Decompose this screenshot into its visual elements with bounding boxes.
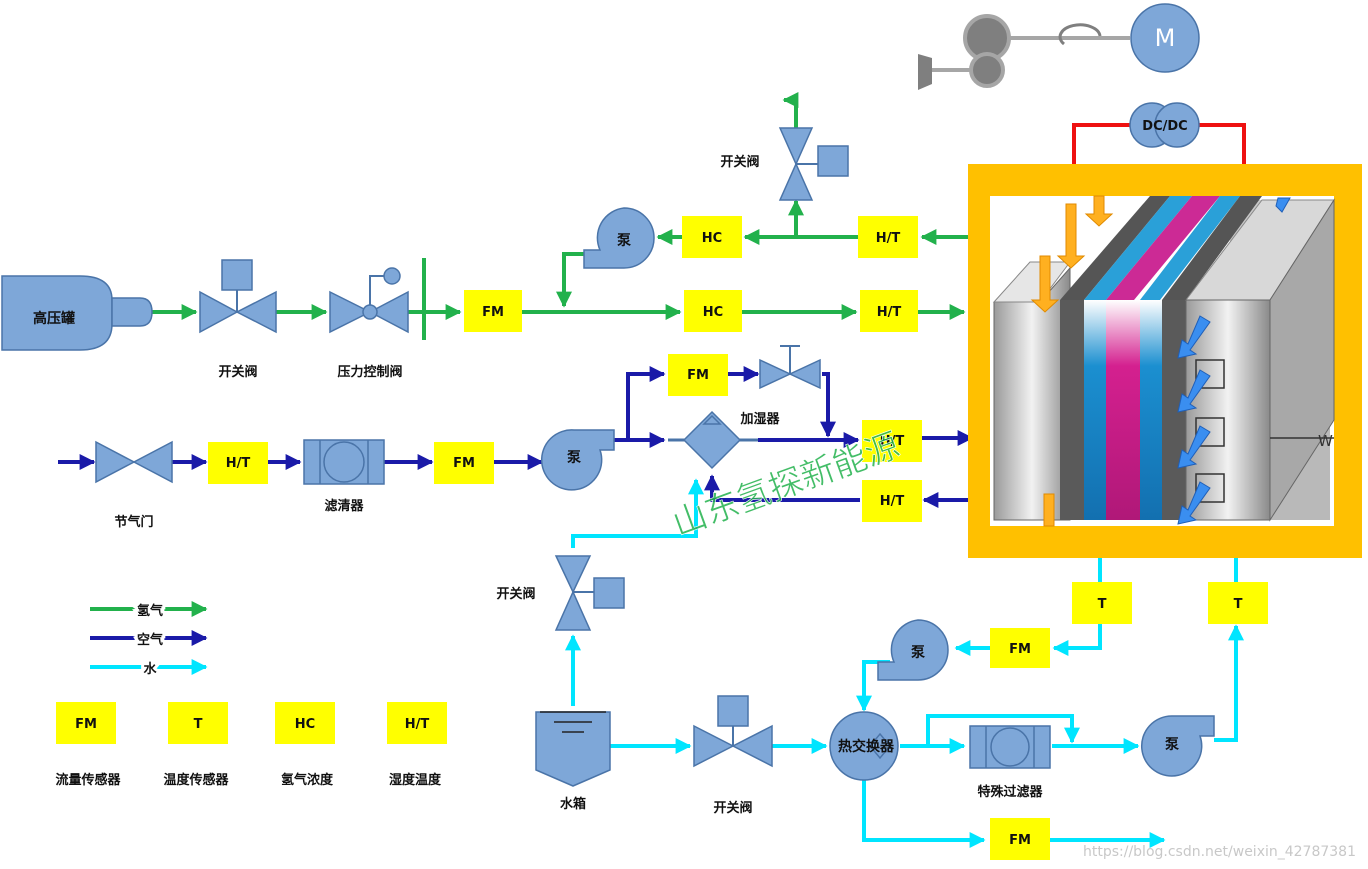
svg-text:氢气浓度: 氢气浓度	[281, 772, 334, 788]
svg-text:FM: FM	[1009, 642, 1031, 657]
legend: 氢气 空气 水 FM 流量传感器 T 温度传感器 HC 氢气浓度 H/T 湿度温度	[55, 600, 447, 788]
credit-url: https://blog.csdn.net/weixin_42787381	[1083, 844, 1356, 860]
svg-text:HC: HC	[703, 305, 723, 320]
sensor-t-coolant-in: T	[1208, 582, 1268, 624]
sensor-ht-hydrogen-in: H/T	[860, 290, 918, 332]
hydrogen-shutoff-valve[interactable]: 开关阀	[199, 259, 277, 380]
sensor-fm-air: FM	[434, 442, 494, 484]
legend-t: T 温度传感器	[163, 702, 229, 788]
svg-text:H/T: H/T	[226, 456, 251, 471]
pressure-valve-label: 压力控制阀	[337, 364, 402, 380]
valve-top-label: 开关阀	[720, 154, 759, 170]
motor-drive: M DC/DC	[918, 3, 1200, 148]
pump-air-label: 泵	[567, 450, 581, 466]
sensor-fm-bypass: FM	[668, 354, 728, 396]
humidifier-label: 加湿器	[739, 412, 780, 427]
pump-h2-label: 泵	[617, 233, 631, 249]
hydrogen-flow-icon	[1030, 195, 1114, 527]
motor-label: M	[1155, 24, 1176, 52]
heat-exchanger-label: 热交换器	[838, 738, 895, 755]
motor	[1130, 3, 1200, 73]
rotation-icon	[1058, 23, 1102, 46]
legend-hc: HC 氢气浓度	[275, 702, 335, 788]
wheel-icon	[918, 54, 932, 90]
humidifier-bypass-valve[interactable]	[759, 345, 821, 390]
legend-fm: FM 流量传感器	[55, 702, 121, 788]
air-compressor: 泵	[540, 429, 615, 491]
hydrogen-pump: 泵	[583, 207, 655, 269]
hydrogen-lines	[152, 92, 968, 340]
svg-text:FM: FM	[453, 456, 475, 471]
svg-text:FM: FM	[75, 717, 97, 732]
water-lines	[565, 478, 1244, 848]
throttle-label: 节气门	[114, 514, 153, 530]
svg-text:湿度温度: 湿度温度	[389, 772, 442, 788]
throttle-valve[interactable]: 节气门	[95, 440, 173, 530]
svg-text:T: T	[1098, 597, 1107, 612]
coolant-pump-return: 泵	[877, 619, 949, 681]
sensor-fm-drain: FM	[990, 818, 1050, 860]
filter-label: 滤清器	[324, 498, 364, 514]
sensor-t-coolant-out: T	[1072, 582, 1132, 624]
electric-lines	[1072, 123, 1246, 168]
svg-text:氢气: 氢气	[137, 603, 163, 619]
svg-text:H/T: H/T	[876, 231, 901, 246]
svg-text:FM: FM	[687, 368, 709, 383]
special-filter-label: 特殊过滤器	[977, 784, 1043, 800]
water-shutoff-valve[interactable]: 开关阀	[496, 555, 625, 631]
svg-text:H/T: H/T	[880, 494, 905, 509]
water-feed-valve[interactable]: 开关阀	[693, 695, 773, 816]
svg-text:水: 水	[143, 661, 157, 677]
coolant-pump-feed: 泵	[1141, 715, 1215, 777]
sensor-fm-coolant: FM	[990, 628, 1050, 668]
svg-text:FM: FM	[1009, 833, 1031, 848]
humidifier: 加湿器	[668, 410, 780, 470]
purge-valve[interactable]: 开关阀	[720, 127, 849, 201]
air-lines	[58, 366, 974, 508]
svg-text:流量传感器: 流量传感器	[55, 772, 121, 788]
pressure-control-valve[interactable]: 压力控制阀	[329, 267, 409, 380]
svg-text:温度传感器: 温度传感器	[163, 772, 229, 788]
svg-text:H/T: H/T	[405, 717, 430, 732]
legend-water: 水	[90, 658, 208, 680]
heat-exchanger: 热交换器	[829, 711, 899, 781]
special-filter: 特殊过滤器	[969, 725, 1051, 800]
sensor-hc-hydrogen-out: HC	[682, 216, 742, 258]
valve-water-label: 开关阀	[496, 586, 535, 602]
valve-water2-label: 开关阀	[713, 800, 752, 816]
legend-air: 空气	[90, 629, 208, 651]
legend-ht: H/T 湿度温度	[387, 702, 447, 788]
water-tank-label: 水箱	[560, 796, 586, 812]
sensor-hc-hydrogen-in: HC	[684, 290, 742, 332]
svg-text:FM: FM	[482, 305, 504, 320]
air-filter: 滤清器	[303, 439, 385, 514]
svg-text:HC: HC	[702, 231, 722, 246]
hydrogen-tank: 高压罐	[1, 275, 153, 351]
pump-cool-label: 泵	[911, 645, 925, 661]
dcdc-label: DC/DC	[1142, 119, 1187, 134]
sensor-ht-hydrogen-out: H/T	[858, 216, 918, 258]
svg-text:T: T	[1234, 597, 1243, 612]
pump-cool2-label: 泵	[1165, 737, 1179, 753]
legend-hydrogen: 氢气	[90, 600, 208, 622]
tank-label: 高压罐	[33, 310, 75, 327]
valve-h2-label: 开关阀	[218, 364, 257, 380]
svg-text:H/T: H/T	[880, 434, 905, 449]
svg-text:HC: HC	[295, 717, 315, 732]
fuel-cell-stack: W	[968, 164, 1362, 558]
sensor-ht-air-in: H/T	[862, 420, 922, 462]
air-flow-icon	[1177, 197, 1291, 525]
sensor-ht-air-out: H/T	[862, 480, 922, 522]
water-tank: 水箱	[535, 711, 611, 812]
sensor-ht-air-intake: H/T	[208, 442, 268, 484]
svg-text:H/T: H/T	[877, 305, 902, 320]
svg-text:T: T	[194, 717, 203, 732]
sensor-fm-hydrogen: FM	[464, 290, 522, 332]
stack-w-label: W	[1318, 432, 1333, 450]
svg-text:空气: 空气	[137, 632, 163, 648]
